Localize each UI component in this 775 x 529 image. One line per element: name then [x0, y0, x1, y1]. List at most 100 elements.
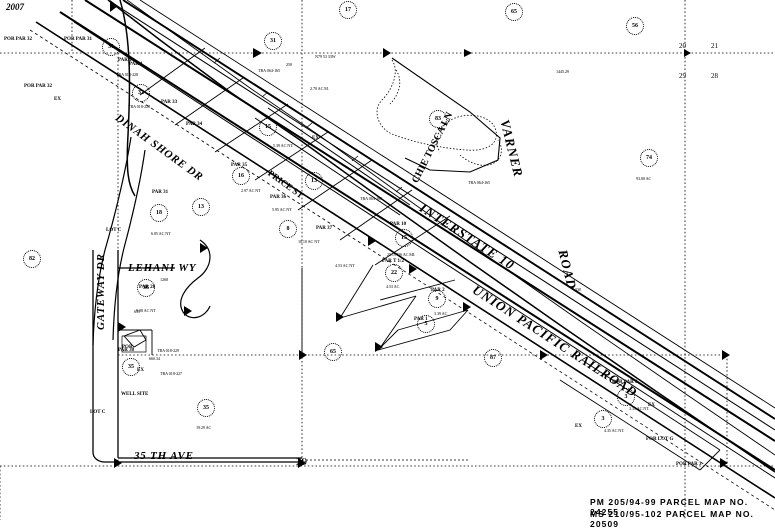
tra-label-4: TRA 064-165	[468, 180, 491, 185]
price-st-line	[254, 107, 411, 216]
parcel-circle-31: 31	[264, 32, 282, 50]
tra-label-1: TRA 018-228	[128, 104, 151, 109]
parcel-circle-74: 74	[640, 149, 658, 167]
parcel-circle-17: 17	[339, 1, 357, 19]
parcel-label-ex: EX	[312, 136, 319, 141]
parcel-circle-8: 8	[279, 220, 297, 238]
parcel-label-por-lot-g: POR LOT G	[646, 437, 674, 442]
lehani-wy-line	[118, 239, 211, 319]
parcel-circle-18: 18	[150, 204, 168, 222]
parcel-label-par-1: PAR 1	[414, 317, 428, 322]
parcel-label-par-1: PAR 1	[129, 62, 143, 67]
parcel-circle-82: 82	[23, 250, 41, 268]
section-corner-21: 21	[711, 42, 718, 50]
parcel-label-ex: EX	[575, 424, 582, 429]
parcel-label-ex: EX	[137, 368, 144, 373]
parcel-label-par-t: PAR T	[118, 58, 133, 63]
parcel-circle-9: 9	[428, 290, 446, 308]
parcel-circle-22: 22	[385, 264, 403, 282]
parcel-circle-35: 35	[197, 399, 215, 417]
parcel-circle-15: 15	[395, 229, 413, 247]
parcel-label-par-37: PAR 37	[316, 226, 333, 231]
parcel-label-por-par-3: POR PAR 3	[676, 462, 702, 467]
parcel-label-par-31: PAR 31	[152, 190, 169, 195]
section-corner-28: 28	[711, 72, 718, 80]
parcel-circle-5: 5	[417, 315, 435, 333]
parcel-circle-31: 31	[102, 38, 120, 56]
parcel-circle-32: 32	[132, 84, 150, 102]
dimension-label-2: 250	[286, 62, 292, 67]
dimension-label-6: 330	[575, 287, 581, 292]
dinah-gateway-curve	[92, 136, 146, 346]
street-label-35th-ave: 35 TH AVE	[134, 450, 194, 462]
parcel-circle-35: 35	[122, 358, 140, 376]
legend-line-2: MS 210/95-102 PARCEL MAP NO. 20509	[590, 509, 755, 529]
parcel-label-ex: EX	[648, 403, 655, 408]
parcel-circle-3: 3	[594, 410, 612, 428]
parcel-label-par-10: PAR 10	[390, 222, 407, 227]
legend-line-1: PM 205/94-99 PARCEL MAP NO. 24255	[590, 497, 749, 517]
date-stamp: 2007	[6, 2, 24, 12]
tra-label-3: TRA 018-227	[160, 371, 183, 376]
section-corner-29-south: 29	[296, 456, 307, 468]
street-label-lehani-wy: LEHANI WY	[128, 262, 197, 274]
parcel-lines-south	[339, 264, 469, 351]
acreage-label-0: 2.70 AC M.	[310, 86, 329, 91]
parcel-circle-15: 15	[259, 118, 277, 136]
acreage-label-4: 10.10 AC NT	[298, 239, 320, 244]
acreage-label-8: 19.29 AC	[196, 425, 212, 430]
acreage-label-13: 3.35 AC NT.	[629, 406, 650, 411]
section-corner-29: 29	[679, 72, 686, 80]
parcel-label-par-36: PAR 36	[270, 195, 287, 200]
parcel-label-par-t-1-2: PAR T 1/2	[382, 259, 404, 264]
acreage-label-3: 5.95 AC NT	[272, 207, 292, 212]
boundary-ticks	[110, 0, 730, 468]
parcel-circle-65: 65	[324, 343, 342, 361]
acreage-label-14: 4.35 AC NT.	[604, 428, 625, 433]
acreage-label-5: 4.53 AC NT	[335, 263, 355, 268]
acreage-label-10: 4.53 AC	[386, 284, 400, 289]
parcel-label-par-2: PAR 2	[431, 288, 445, 293]
parcel-lines-east	[559, 361, 721, 471]
parcel-label-par-34: PAR 34	[186, 122, 203, 127]
parcel-label-por-par-3: POR PAR 3	[612, 380, 638, 385]
parcel-label-ex: EX	[54, 97, 61, 102]
parcel-circle-83: 83	[429, 110, 447, 128]
acreage-label-11: 3.39 AC	[434, 311, 448, 316]
parcel-circle-56: 56	[626, 17, 644, 35]
parcel-circle-16: 16	[232, 167, 250, 185]
acreage-label-9: 25.19 DS AC MI.	[387, 252, 416, 257]
35th-ave-line	[105, 457, 302, 463]
dimension-label-5: 1268	[160, 277, 168, 282]
parcel-label-par-33: PAR 33	[161, 100, 178, 105]
parcel-label-por: POR	[122, 345, 133, 350]
interstate-10-corridor	[59, 0, 775, 471]
acreage-label-12: 93.00 AC	[636, 176, 652, 181]
parcel-circle-13: 13	[192, 198, 210, 216]
railroad-line	[35, 21, 775, 499]
parcel-label-par-28: PAR 28	[139, 285, 156, 290]
tra-label-0: TRA 018-228	[116, 72, 139, 77]
block-lines-west	[117, 268, 303, 355]
parcel-lines-north	[139, 47, 451, 266]
parcel-label-por-par-31: POR PAR 31	[64, 37, 92, 42]
street-label-gateway-dr: GATEWAY DR	[95, 253, 107, 330]
parcel-circle-65: 65	[505, 3, 523, 21]
parcel-circle-36: 36	[137, 279, 155, 297]
parcel-label-por-par-32: POR PAR 32	[4, 37, 32, 42]
parcel-label-par-30: PAR 30	[118, 348, 135, 353]
road-tick-marks	[213, 57, 403, 193]
parcel-label-lot-c: LOT C	[90, 410, 106, 415]
parcel-circle-87: 87	[484, 349, 502, 367]
parcel-circle-3: 3	[617, 388, 635, 406]
chie-tosca-feature	[376, 59, 502, 166]
tra-label-5: TRA 064-165	[360, 196, 383, 201]
acreage-label-7: 9.08 AC NT	[136, 308, 156, 313]
parcel-circle-13: 13	[305, 172, 323, 190]
parcel-label-par-35: PAR 35	[231, 163, 248, 168]
tra-label-6: TRA 064-165	[258, 68, 281, 73]
dimension-label-3: 660.34	[149, 356, 160, 361]
parcel-label-por-par-32: POR PAR 32	[24, 84, 52, 89]
dimension-label-1: 1445.29	[556, 69, 569, 74]
